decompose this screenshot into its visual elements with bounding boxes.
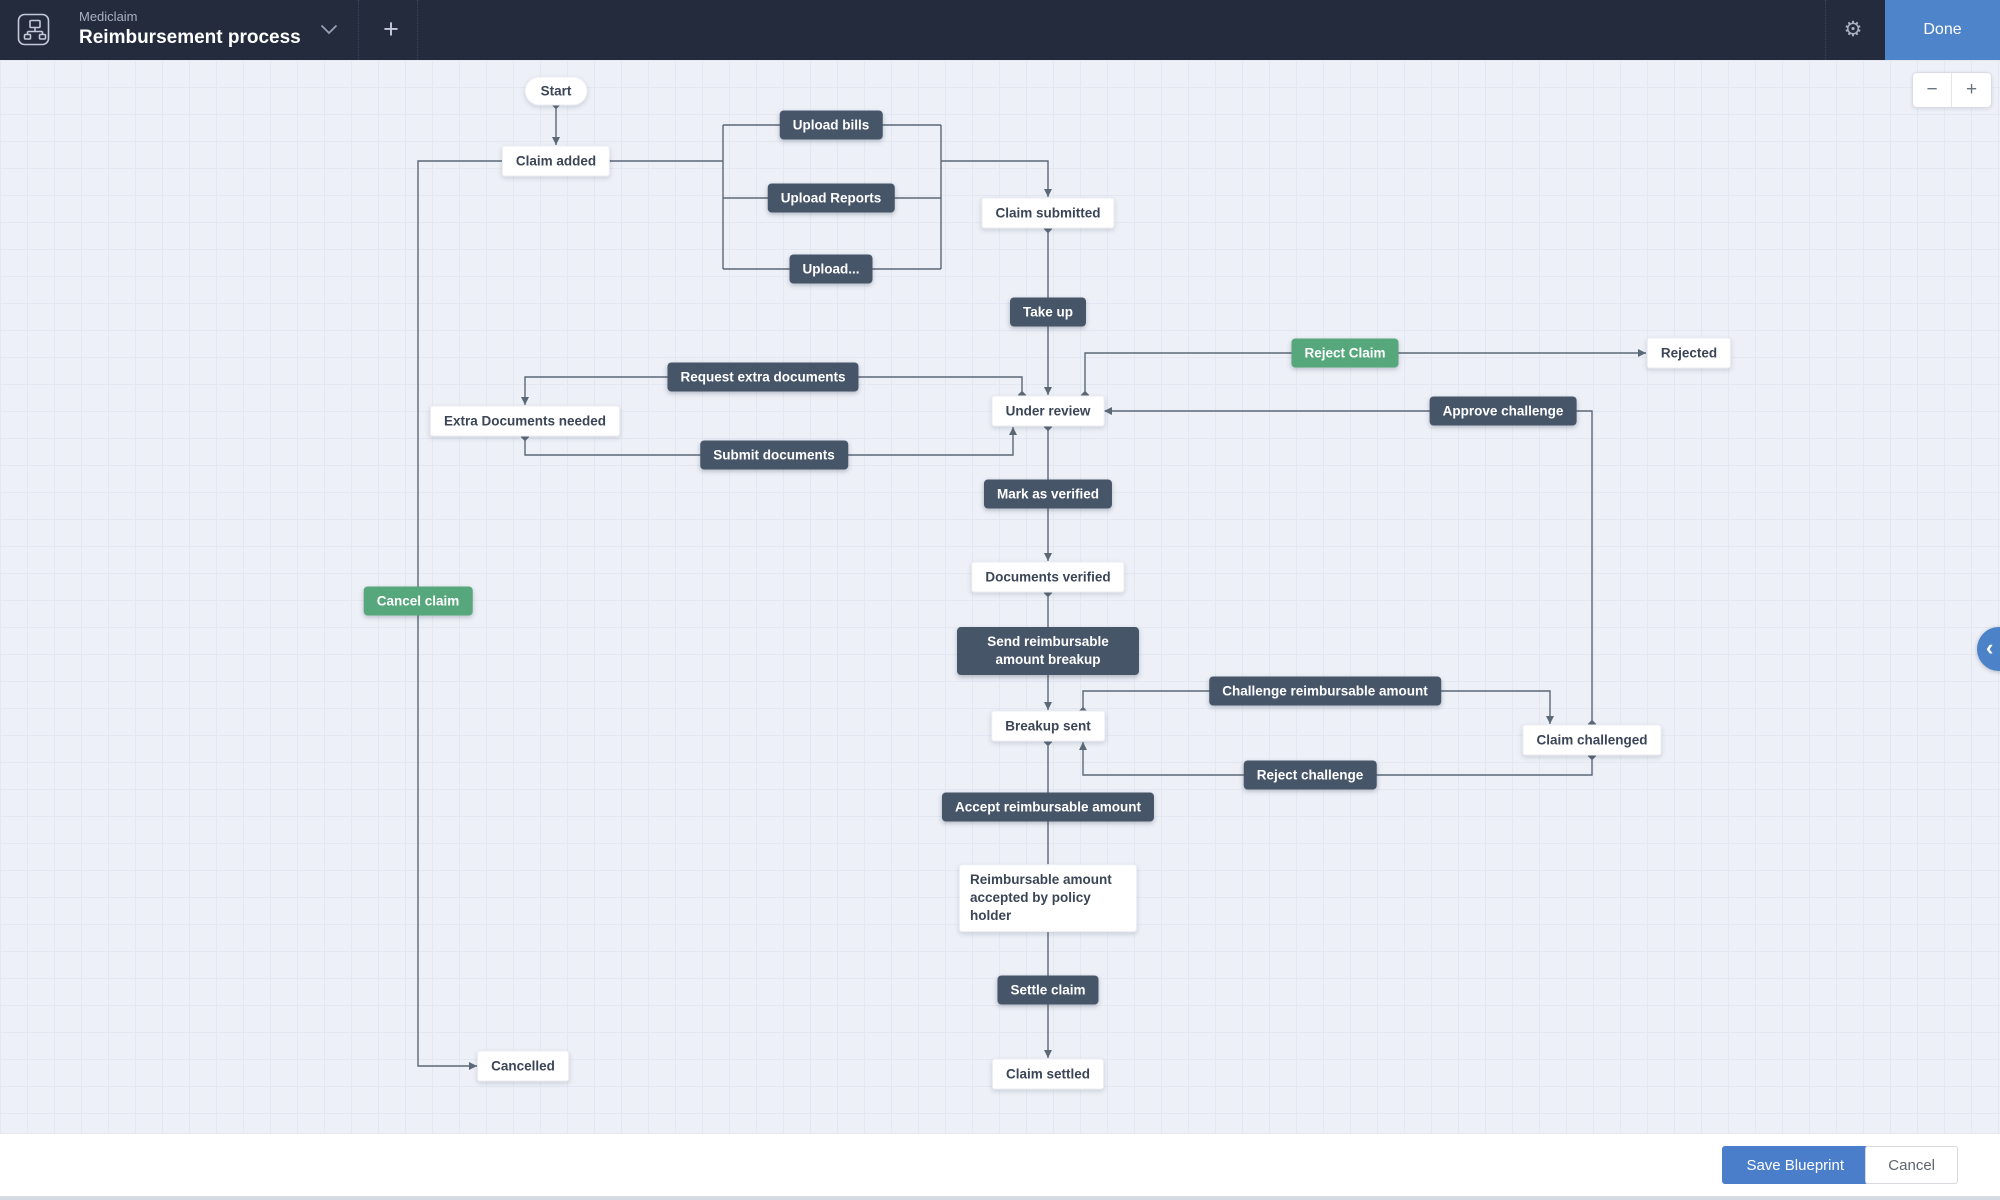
node-cancel-claim[interactable]: Cancel claim bbox=[363, 586, 473, 616]
node-breakup-sent[interactable]: Breakup sent bbox=[991, 710, 1105, 742]
zoom-in-button[interactable]: + bbox=[1952, 73, 1991, 107]
save-blueprint-button[interactable]: Save Blueprint bbox=[1722, 1146, 1868, 1184]
node-reimbursable-amount-accepted[interactable]: Reimbursable amount accepted by policy h… bbox=[959, 864, 1137, 932]
node-claim-challenged[interactable]: Claim challenged bbox=[1522, 724, 1662, 756]
gear-icon[interactable]: ⚙ bbox=[1843, 18, 1863, 41]
node-upload-bills[interactable]: Upload bills bbox=[779, 110, 883, 140]
chevron-down-icon[interactable] bbox=[320, 24, 338, 35]
node-reject-challenge[interactable]: Reject challenge bbox=[1243, 760, 1377, 790]
node-send-reimbursable-breakup[interactable]: Send reimbursable amount breakup bbox=[957, 627, 1139, 675]
zoom-out-button[interactable]: − bbox=[1913, 73, 1952, 107]
header-divider bbox=[358, 0, 359, 60]
page-title: Reimbursement process bbox=[79, 27, 301, 48]
node-claim-submitted[interactable]: Claim submitted bbox=[981, 197, 1115, 229]
node-challenge-reimbursable-amount[interactable]: Challenge reimbursable amount bbox=[1209, 676, 1441, 706]
header-divider bbox=[1825, 0, 1826, 60]
cancel-button[interactable]: Cancel bbox=[1865, 1146, 1958, 1184]
add-tab-plus-icon[interactable]: + bbox=[383, 14, 399, 44]
node-accept-reimbursable-amount[interactable]: Accept reimbursable amount bbox=[941, 792, 1155, 822]
app-subtitle: Mediclaim bbox=[79, 9, 138, 24]
node-reject-claim[interactable]: Reject Claim bbox=[1291, 338, 1399, 368]
process-title-block: Mediclaim Reimbursement process bbox=[79, 8, 301, 50]
node-request-extra-documents[interactable]: Request extra documents bbox=[667, 362, 859, 392]
node-mark-as-verified[interactable]: Mark as verified bbox=[983, 479, 1113, 509]
node-claim-added[interactable]: Claim added bbox=[501, 145, 611, 177]
node-extra-documents-needed[interactable]: Extra Documents needed bbox=[429, 405, 621, 437]
bottom-strip bbox=[0, 1196, 2000, 1200]
header-divider bbox=[417, 0, 418, 60]
zoom-controls: − + bbox=[1912, 72, 1992, 108]
node-submit-documents[interactable]: Submit documents bbox=[700, 440, 848, 470]
node-cancelled[interactable]: Cancelled bbox=[477, 1050, 569, 1082]
node-rejected[interactable]: Rejected bbox=[1646, 337, 1732, 369]
node-upload-reports[interactable]: Upload Reports bbox=[767, 183, 895, 213]
top-bar: Mediclaim Reimbursement process + ⚙ Done bbox=[0, 0, 2000, 60]
node-take-up[interactable]: Take up bbox=[1009, 297, 1087, 327]
bottom-action-bar: Save Blueprint Cancel bbox=[0, 1133, 2000, 1196]
node-upload-more[interactable]: Upload... bbox=[789, 254, 873, 284]
node-under-review[interactable]: Under review bbox=[991, 395, 1105, 427]
collapse-panel-toggle[interactable]: ‹ bbox=[1977, 627, 2000, 671]
done-button[interactable]: Done bbox=[1885, 0, 2000, 60]
node-start[interactable]: Start bbox=[524, 76, 588, 106]
node-claim-settled[interactable]: Claim settled bbox=[991, 1058, 1105, 1090]
node-documents-verified[interactable]: Documents verified bbox=[971, 561, 1125, 593]
node-settle-claim[interactable]: Settle claim bbox=[997, 975, 1099, 1005]
blueprint-logo-icon bbox=[17, 13, 50, 46]
node-approve-challenge[interactable]: Approve challenge bbox=[1429, 396, 1577, 426]
chevron-left-icon: ‹ bbox=[1986, 635, 1994, 660]
